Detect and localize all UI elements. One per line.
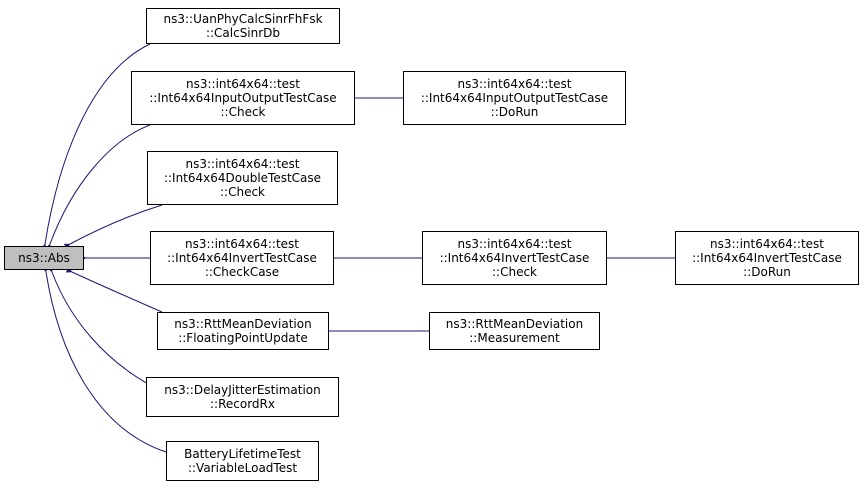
node-rtt-floatingpointupdate[interactable]: ns3::RttMeanDeviation ::FloatingPointUpd… — [157, 312, 329, 350]
node-double-check[interactable]: ns3::int64x64::test ::Int64x64DoubleTest… — [147, 151, 338, 205]
node-abs-label: ns3::Abs — [18, 251, 70, 265]
edge-battery-to-abs — [42, 266, 167, 453]
node-inv-checkcase-line1: ns3::int64x64::test — [185, 237, 299, 251]
node-double-check-line1: ns3::int64x64::test — [185, 157, 300, 171]
edge-uan-to-abs — [41, 43, 151, 250]
edge-rtt-fp-to-abs — [65, 267, 163, 313]
node-io-check-line1: ns3::int64x64::test — [186, 77, 300, 91]
node-inv-checkcase-line2: ::Int64x64InvertTestCase — [167, 251, 317, 265]
node-rtt-meas-line1: ns3::RttMeanDeviation — [445, 317, 584, 331]
node-rtt-measurement[interactable]: ns3::RttMeanDeviation ::Measurement — [429, 312, 600, 350]
node-battery-variableloadtest[interactable]: BatteryLifetimeTest ::VariableLoadTest — [166, 441, 319, 481]
node-rtt-meas-line2: ::Measurement — [469, 331, 560, 345]
node-io-check-line2: ::Int64x64InputOutputTestCase — [149, 91, 337, 105]
node-rtt-fp-line1: ns3::RttMeanDeviation — [174, 317, 312, 331]
node-inv-dorun-line3: ::DoRun — [743, 265, 791, 279]
node-invert-dorun[interactable]: ns3::int64x64::test ::Int64x64InvertTest… — [675, 231, 859, 285]
node-uan-line1: ns3::UanPhyCalcSinrFhFsk — [163, 12, 323, 26]
node-inv-check-line1: ns3::int64x64::test — [457, 237, 572, 251]
node-io-dorun-line2: ::Int64x64InputOutputTestCase — [420, 91, 609, 105]
node-uan-calcsinrdb[interactable]: ns3::UanPhyCalcSinrFhFsk ::CalcSinrDb — [146, 8, 340, 44]
node-invert-checkcase[interactable]: ns3::int64x64::test ::Int64x64InvertTest… — [150, 231, 334, 285]
node-invert-check[interactable]: ns3::int64x64::test ::Int64x64InvertTest… — [422, 231, 607, 285]
node-inv-check-line2: ::Int64x64InvertTestCase — [439, 251, 590, 265]
node-delayjitter-recordrx[interactable]: ns3::DelayJitterEstimation ::RecordRx — [146, 377, 339, 417]
node-io-dorun-line1: ns3::int64x64::test — [457, 77, 572, 91]
node-battery-line2: ::VariableLoadTest — [187, 461, 298, 475]
node-double-check-line3: ::Check — [220, 185, 265, 199]
node-double-check-line2: ::Int64x64DoubleTestCase — [163, 171, 322, 185]
node-io-dorun[interactable]: ns3::int64x64::test ::Int64x64InputOutpu… — [403, 71, 626, 125]
node-inv-check-line3: ::Check — [492, 265, 537, 279]
node-battery-line1: BatteryLifetimeTest — [184, 447, 301, 461]
node-inv-dorun-line2: ::Int64x64InvertTestCase — [692, 251, 842, 265]
node-inv-checkcase-line3: ::CheckCase — [204, 265, 280, 279]
node-delay-line1: ns3::DelayJitterEstimation — [164, 383, 321, 397]
node-io-dorun-line3: ::DoRun — [490, 105, 539, 119]
edge-delay-to-abs — [47, 265, 151, 386]
node-io-check[interactable]: ns3::int64x64::test ::Int64x64InputOutpu… — [131, 71, 355, 125]
node-delay-line2: ::RecordRx — [210, 397, 275, 411]
node-abs[interactable]: ns3::Abs — [4, 246, 84, 270]
edge-io-check-to-abs — [45, 124, 151, 251]
node-uan-line2: ::CalcSinrDb — [205, 26, 281, 40]
node-io-check-line3: ::Check — [220, 105, 266, 119]
node-inv-dorun-line1: ns3::int64x64::test — [710, 237, 824, 251]
edge-double-check-to-abs — [63, 204, 163, 250]
node-rtt-fp-line2: ::FloatingPointUpdate — [178, 331, 308, 345]
